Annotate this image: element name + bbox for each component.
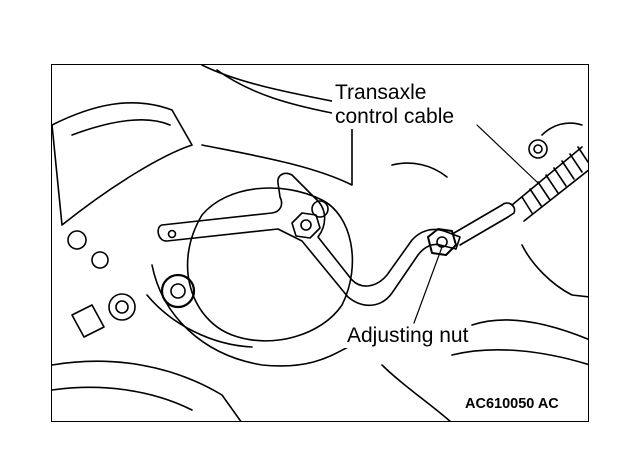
transaxle-illustration [52,65,588,421]
label-cable-line2: control cable [335,105,455,129]
leader-cable [476,124,539,184]
figure-code: AC610050 AC [463,396,561,413]
housing-flange [146,294,253,348]
cable-boot [511,146,588,222]
upper-pipe [201,65,353,186]
cable-rod [453,204,509,246]
intake-hose [52,101,193,226]
right-pipe [471,319,588,341]
cable-sheath [541,122,583,136]
clip-upper [391,162,448,178]
label-cable-line1: Transaxle [335,81,427,104]
lever-bolt-upper [311,200,329,218]
leader-nut [413,246,443,324]
bolt-left-mid [160,273,196,309]
right-bracket [521,244,588,298]
bolt-left-small [67,230,109,269]
bolt-left-lower [108,293,136,321]
diagram-frame: Transaxle control cable Adjusting nut AC… [51,64,589,422]
lever-nut [291,212,321,239]
clip-left [71,304,105,338]
label-adjusting-nut: Adjusting nut [344,324,472,349]
lever-pivot-hole [167,229,177,239]
lower-member-edge [52,386,193,411]
lower-member [52,360,242,421]
lower-right-part [381,364,451,421]
shift-lever [157,172,461,306]
right-pipe-lower [451,349,588,366]
bolt-right [528,139,548,159]
pipe-edge [216,69,333,114]
housing-rib [151,264,353,367]
hose-band [71,119,171,136]
adjusting-nut [427,228,457,256]
transaxle-housing [186,187,354,342]
label-transaxle-control-cable: Transaxle control cable [332,81,458,130]
